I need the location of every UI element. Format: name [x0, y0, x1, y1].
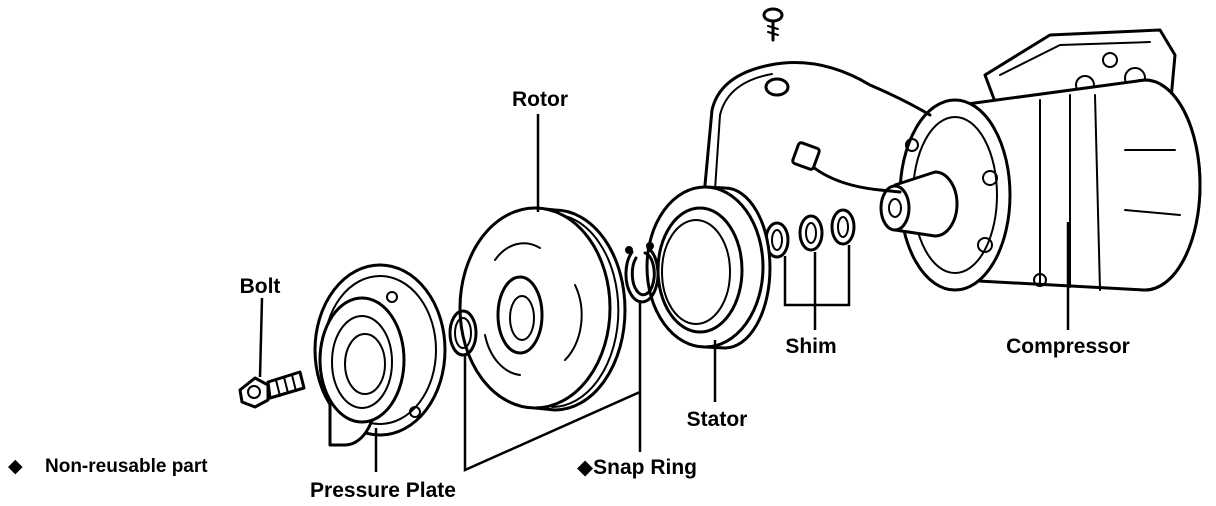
non-reusable-marker-icon: ◆ [577, 456, 594, 479]
snap-ring-illustration [624, 242, 660, 304]
legend-diamond-icon: ◆ [8, 456, 23, 477]
pressure-plate-illustration [313, 263, 447, 447]
compressor-label: Compressor [1006, 335, 1130, 358]
stator-label: Stator [687, 408, 748, 431]
legend-text: Non-reusable part [45, 456, 208, 477]
pressure-plate-label: Pressure Plate [310, 479, 456, 502]
bolt-illustration [238, 370, 306, 409]
compressor-illustration [879, 28, 1202, 292]
legend: ◆ Non-reusable part [8, 456, 208, 477]
rotor-illustration [458, 206, 627, 412]
stator-illustration [645, 185, 772, 350]
snap-ring-label: ◆Snap Ring [577, 456, 697, 479]
rotor-label: Rotor [512, 88, 568, 111]
screw-icon [762, 7, 784, 42]
rotor-snap-ring-illustration [448, 309, 478, 357]
shims-illustration [764, 208, 856, 259]
shim-label: Shim [785, 335, 836, 358]
bolt-label: Bolt [240, 275, 281, 298]
wire-harness [703, 61, 932, 194]
snap-ring-label-text: Snap Ring [593, 456, 697, 479]
leader-lines [258, 114, 1070, 472]
